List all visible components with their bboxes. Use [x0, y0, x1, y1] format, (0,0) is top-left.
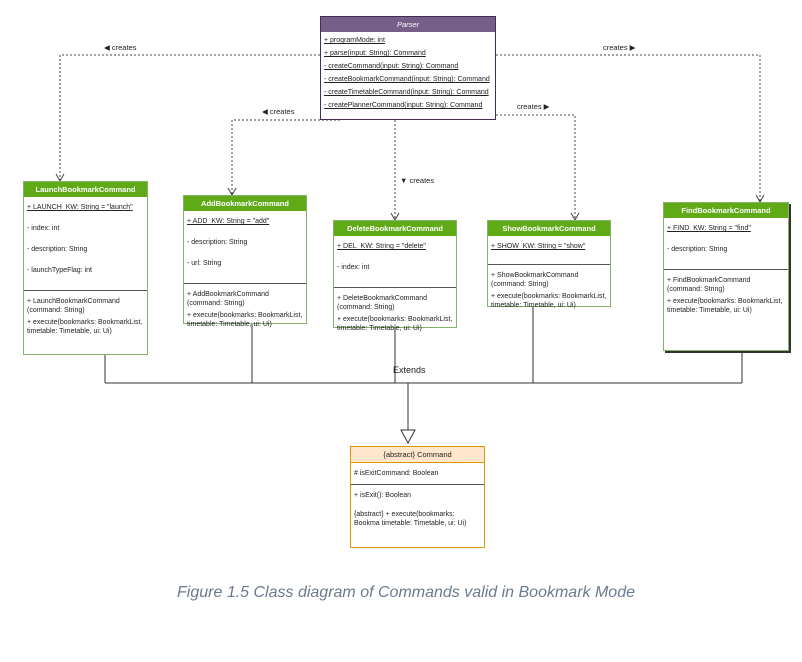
attribute: - index: int	[337, 264, 370, 271]
parser-member: - createTimetableCommand(input: String):…	[324, 89, 489, 96]
parser-member: + programMode: int	[324, 37, 385, 44]
attribute: + ADD_KW: String = "add"	[187, 218, 270, 225]
creates-label: ◀ creates	[262, 107, 295, 116]
launch-bookmark-command-class: LaunchBookmarkCommand+ LAUNCH_KW: String…	[23, 181, 148, 355]
operation: {abstract} + execute(bookmarks: Bookma t…	[354, 511, 467, 527]
class-name: DeleteBookmarkCommand	[334, 221, 456, 236]
creates-label: ◀ creates	[104, 43, 137, 52]
class-name: Parser	[321, 17, 495, 32]
operation: + execute(bookmarks: BookmarkList, timet…	[187, 312, 305, 328]
creates-label: creates ▶	[603, 43, 636, 52]
delete-bookmark-command-class: DeleteBookmarkCommand+ DEL_KW: String = …	[333, 220, 457, 332]
operation: + DeleteBookmarkCommand (command: String…	[337, 295, 430, 311]
creates-launch-line	[59, 54, 320, 181]
parser-member: + parse(input: String): Command	[324, 50, 426, 57]
operation: + AddBookmarkCommand (command: String)	[187, 291, 271, 307]
operations-section: + isExit(): Boolean {abstract} + execute(…	[351, 485, 484, 541]
attribute: # isExitCommand: Boolean	[354, 470, 439, 477]
parser-class: Parser + programMode: int + parse(input: …	[320, 16, 496, 120]
find-bookmark-command-class: FindBookmarkCommand+ FIND_KW: String = "…	[663, 202, 789, 351]
attributes-section: + FIND_KW: String = "find" - description:…	[664, 218, 788, 270]
operation: + execute(bookmarks: BookmarkList, timet…	[491, 293, 609, 309]
operation: + FindBookmarkCommand (command: String)	[667, 277, 753, 293]
parser-member: - createCommand(input: String): Command	[324, 63, 459, 70]
attribute: + FIND_KW: String = "find"	[667, 225, 751, 232]
creates-add-line	[231, 119, 340, 195]
operation: + execute(bookmarks: BookmarkList, timet…	[667, 298, 785, 314]
creates-find-line	[496, 54, 761, 202]
operations-section: + FindBookmarkCommand (command: String) +…	[664, 270, 788, 320]
creates-show-line	[480, 114, 576, 220]
extends-label: Extends	[393, 365, 426, 375]
operations-section: + AddBookmarkCommand (command: String) + …	[184, 284, 306, 334]
operation: + LaunchBookmarkCommand (command: String…	[27, 298, 122, 314]
class-name: {abstract} Command	[351, 447, 484, 463]
attribute: + SHOW_KW: String = "show"	[491, 243, 586, 250]
class-name: ShowBookmarkCommand	[488, 221, 610, 236]
attributes-section: # isExitCommand: Boolean	[351, 463, 484, 485]
attribute: - launchTypeFlag: int	[27, 267, 92, 274]
operation: + execute(bookmarks: BookmarkList, timet…	[27, 319, 145, 335]
operation: + isExit(): Boolean	[354, 492, 411, 499]
attribute: - description: String	[667, 246, 728, 253]
attribute: - description: String	[187, 239, 248, 246]
attribute: - url: String	[187, 260, 222, 267]
parser-member: - createPlannerCommand(input: String): C…	[324, 102, 483, 109]
class-name: LaunchBookmarkCommand	[24, 182, 147, 197]
show-bookmark-command-class: ShowBookmarkCommand + SHOW_KW: String = "…	[487, 220, 611, 309]
creates-label: ▼ creates	[400, 176, 435, 185]
add-bookmark-command-class: AddBookmarkCommand+ ADD_KW: String = "ad…	[183, 195, 307, 328]
attributes-section: + DEL_KW: String = "delete" - index: int	[334, 236, 456, 288]
figure-caption: Figure 1.5 Class diagram of Commands val…	[177, 584, 635, 601]
inheritance-arrow	[400, 429, 416, 445]
attribute: - description: String	[27, 246, 88, 253]
operations-section: + LaunchBookmarkCommand (command: String…	[24, 291, 147, 341]
attributes-section: + SHOW_KW: String = "show"	[488, 236, 610, 265]
attributes-section: + ADD_KW: String = "add" - description: S…	[184, 211, 306, 284]
class-name: AddBookmarkCommand	[184, 196, 306, 211]
attribute: + LAUNCH_KW: String = "launch"	[27, 204, 133, 211]
creates-label: creates ▶	[517, 102, 550, 111]
operations-section: + ShowBookmarkCommand (command: String) +…	[488, 265, 610, 315]
attribute: - index: int	[27, 225, 60, 232]
attribute: + DEL_KW: String = "delete"	[337, 243, 426, 250]
attributes-section: + LAUNCH_KW: String = "launch" - index: i…	[24, 197, 147, 291]
operations-section: + DeleteBookmarkCommand (command: String…	[334, 288, 456, 338]
operation: + execute(bookmarks: BookmarkList, timet…	[337, 316, 455, 332]
parser-member: - createBookmarkCommand(input: String): …	[324, 76, 490, 83]
extends-lines	[104, 307, 743, 430]
class-name: FindBookmarkCommand	[664, 203, 788, 218]
abstract-command-class: {abstract} Command # isExitCommand: Boole…	[350, 446, 485, 548]
operation: + ShowBookmarkCommand (command: String)	[491, 272, 581, 288]
